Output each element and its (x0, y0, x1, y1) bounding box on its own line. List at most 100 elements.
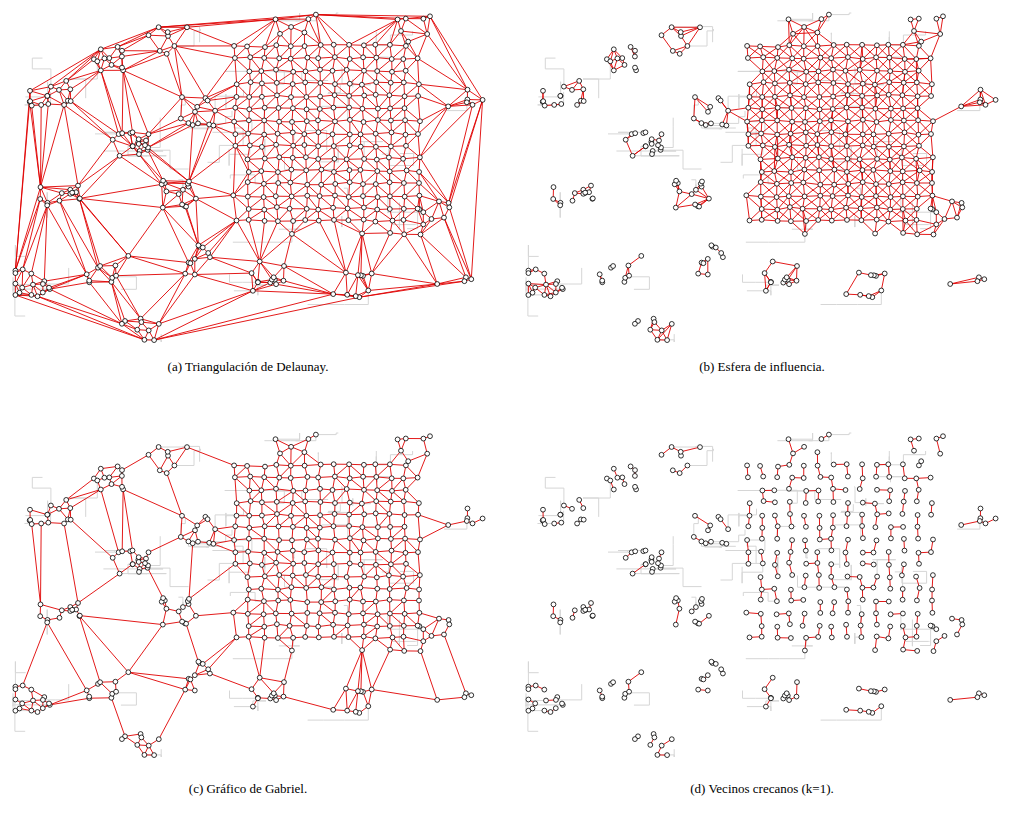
point (553, 706, 558, 711)
point (120, 468, 125, 473)
point (47, 701, 52, 706)
street (821, 291, 882, 305)
point (846, 193, 851, 198)
point (390, 635, 395, 640)
point (45, 512, 50, 517)
street (694, 517, 699, 537)
point (109, 482, 114, 487)
point (290, 120, 295, 125)
point (670, 49, 675, 54)
point (13, 697, 18, 702)
point (401, 476, 406, 481)
point (882, 687, 887, 692)
point (706, 109, 711, 114)
point (277, 538, 282, 543)
point (873, 231, 878, 236)
point (548, 710, 553, 715)
point (276, 598, 281, 603)
point (333, 599, 338, 604)
point (192, 673, 197, 678)
point (526, 271, 531, 276)
point (817, 95, 822, 100)
point (388, 647, 393, 652)
point (332, 587, 337, 592)
point (915, 181, 920, 186)
point (302, 561, 307, 566)
point (859, 635, 864, 640)
point (817, 119, 822, 124)
point (46, 520, 51, 525)
point (869, 273, 874, 278)
point (931, 573, 936, 578)
point (845, 574, 850, 579)
point (915, 194, 920, 199)
point (829, 562, 834, 567)
point (615, 56, 620, 61)
point (273, 17, 278, 22)
point (747, 501, 752, 506)
point (916, 118, 921, 123)
point (914, 156, 919, 161)
point (402, 513, 407, 518)
point (288, 463, 293, 468)
point (77, 196, 82, 201)
point (559, 102, 564, 107)
point (29, 708, 34, 713)
point (302, 44, 307, 49)
point (247, 488, 252, 493)
point (107, 475, 112, 480)
point (291, 69, 296, 74)
point (888, 195, 893, 200)
point (356, 689, 361, 694)
point (62, 521, 67, 526)
point (333, 537, 338, 542)
point (59, 191, 64, 196)
point (769, 695, 774, 700)
point (262, 132, 267, 137)
point (914, 499, 919, 504)
point (747, 218, 752, 223)
point (914, 80, 919, 85)
point (374, 55, 379, 60)
point (401, 574, 406, 579)
point (611, 466, 616, 471)
street (625, 693, 649, 705)
point (846, 537, 851, 542)
point (760, 143, 765, 148)
point (929, 512, 934, 517)
point (406, 39, 411, 44)
point (373, 550, 378, 555)
point (708, 104, 713, 109)
point (245, 464, 250, 469)
point (246, 634, 251, 639)
point (577, 498, 582, 503)
point (57, 198, 62, 203)
point (726, 527, 731, 532)
point (403, 132, 408, 137)
point (786, 611, 791, 616)
point (45, 203, 50, 208)
point (45, 94, 50, 99)
point (211, 123, 216, 128)
point (374, 499, 379, 504)
point (246, 217, 251, 222)
point (790, 475, 795, 480)
point (803, 130, 808, 135)
point (831, 462, 836, 467)
point (832, 167, 837, 172)
point (446, 104, 451, 109)
point (57, 506, 62, 511)
point (139, 735, 144, 740)
point (374, 475, 379, 480)
point (930, 501, 935, 506)
point (648, 743, 653, 748)
point (844, 622, 849, 627)
point (360, 231, 365, 236)
point (28, 507, 33, 512)
point (262, 536, 267, 541)
point (375, 69, 380, 74)
point (29, 293, 34, 298)
point (416, 512, 421, 517)
point (251, 288, 256, 293)
point (575, 521, 580, 526)
